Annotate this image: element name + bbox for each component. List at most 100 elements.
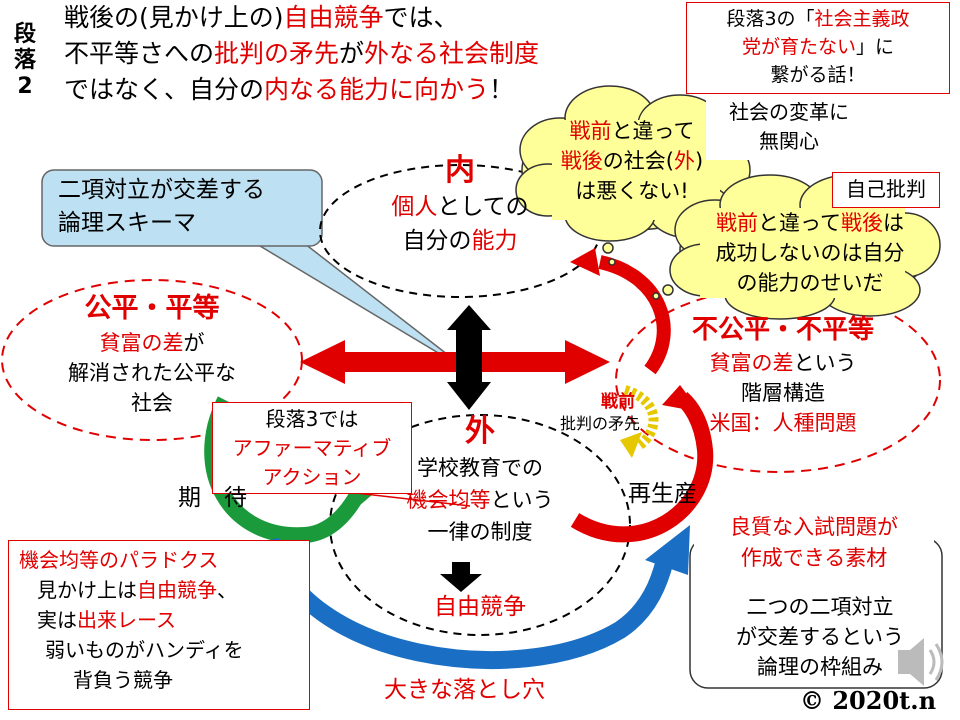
side-label-char: 2 — [17, 74, 33, 99]
cloud-segment: 戦後 — [560, 149, 603, 173]
down-arrow — [440, 562, 482, 592]
inner-segment: 個人 — [391, 194, 438, 220]
cloud-segment: 成功しないのは自分 — [715, 241, 905, 265]
outer-segment: 機会均等 — [406, 488, 491, 512]
paradox-segment: 見かけ上は — [37, 578, 137, 602]
cloud-segment: の能力のせいだ — [736, 271, 884, 295]
scheme-callout-text: 二項対立が交差する 論理スキーマ — [58, 174, 265, 240]
horizontal-double-arrow — [300, 340, 610, 384]
unfair-line: 階層構造 — [741, 381, 825, 405]
cloud-line: 戦後の社会(外) — [532, 146, 732, 176]
cloud-line: 成功しないのは自分 — [690, 238, 930, 268]
socialist-note-line: 段落3の「社会主義政 — [687, 5, 949, 33]
paradox-segment: 実は — [37, 608, 77, 632]
pitfall-arrow — [261, 537, 674, 669]
note-segment: 社会主義政 — [814, 8, 910, 30]
unfair-segment: 貧富の差 — [709, 351, 794, 375]
inner-line: 自分の能力 — [360, 224, 560, 258]
indifferent-line: 社会の変革に — [729, 100, 849, 124]
material-body: 二つの二項対立 が交差するという 論理の枠組み — [700, 592, 940, 682]
side-label-char: 落 — [13, 48, 36, 73]
cloud-segment: 戦前 — [569, 119, 612, 143]
paradox-segment: 自由競争 — [137, 578, 217, 602]
header-segment: 内なる能力に向かう — [264, 75, 490, 104]
fair-ellipse — [1, 279, 303, 441]
header-segment: 外なる社会制度 — [364, 39, 540, 68]
socialist-note-box: 段落3の「社会主義政 党が育たない」に 繋がる話！ — [686, 2, 950, 94]
affirmative-action-note: 段落3では アファーマティブ アクション — [212, 402, 412, 494]
side-label-char: 段 — [13, 22, 36, 47]
unfair-text: 不公平・不平等 貧富の差という 階層構造 米国：人種問題 — [648, 312, 918, 438]
fair-line: 貧富の差が — [12, 328, 292, 358]
outer-free-competition: 自由競争 — [434, 594, 526, 620]
paradox-line: 見かけ上は自由競争、 — [15, 575, 303, 605]
inner-title: 内 — [445, 153, 475, 188]
fair-line: 解消された公平な — [68, 361, 236, 385]
cloud-segment: は — [882, 211, 904, 235]
inner-segment: としての — [437, 194, 529, 220]
socialist-note-line: 党が育たない」に — [687, 33, 949, 61]
fair-segment: 貧富の差 — [99, 331, 184, 355]
criticism-label: 批判の矛先 — [560, 414, 641, 433]
header-segment: ！ — [489, 75, 515, 104]
reproduction-arrow — [570, 391, 714, 543]
indifferent-line: 無関心 — [759, 129, 819, 153]
cloud-line: は悪くない! — [532, 176, 732, 206]
paradox-segment: 、 — [217, 578, 237, 602]
cloud-segment: は悪くない! — [575, 179, 689, 203]
note-segment: 党が育たない — [741, 36, 856, 58]
cloud-line: の能力のせいだ — [690, 268, 930, 298]
paradox-box: 機会均等のパラドクス 見かけ上は自由競争、 実は出来レース 弱いものがハンディを… — [8, 540, 310, 710]
outer-line: 機会均等という — [380, 484, 580, 516]
note-segment: 段落3の「 — [726, 8, 815, 30]
paradox-title: 機会均等のパラドクス — [19, 548, 219, 572]
paradox-line: 弱いものがハンディを — [45, 638, 244, 662]
scheme-callout-line: 論理スキーマ — [58, 210, 196, 236]
side-label: 段 落 2 — [10, 22, 40, 100]
note-segment: 繋がる話！ — [770, 64, 866, 86]
outer-line: 学校教育での — [417, 456, 543, 480]
header-line-1: 戦後の(見かけ上の)自由競争では、 — [64, 2, 459, 33]
affirmative-line: 段落3では — [265, 407, 359, 431]
socialist-note-line: 繋がる話！ — [687, 61, 949, 89]
header-segment: 戦後の(見かけ上の) — [64, 3, 284, 32]
cloud-segment: と違って — [611, 119, 695, 143]
material-heading-line: 作成できる素材 — [740, 546, 888, 570]
note-segment: 」に — [856, 36, 895, 58]
unfair-ellipse — [615, 287, 941, 473]
unfair-line: 貧富の差という — [648, 348, 918, 378]
paradox-segment: 出来レース — [77, 608, 176, 632]
cloud-segment: と違って — [758, 211, 841, 235]
scheme-callout-line: 二項対立が交差する — [58, 177, 265, 203]
cloud-prewar-text: 戦前と違って 戦後の社会(外) は悪くない! — [532, 116, 732, 206]
fair-text: 公平・平等 貧富の差が 解消された公平な 社会 — [12, 290, 292, 418]
cloud-segment: の社会( — [602, 149, 674, 173]
outer-title: 外 — [465, 414, 495, 449]
cloud-segment: ) — [695, 149, 704, 173]
outer-text: 外 学校教育での 機会均等という 一律の制度 — [380, 412, 580, 548]
fair-line: 社会 — [131, 391, 173, 415]
unfair-line: 米国：人種問題 — [709, 411, 857, 435]
cloud-segment: 戦前 — [716, 211, 759, 235]
material-heading: 良質な入試問題が 作成できる素材 — [694, 512, 934, 574]
inner-segment: 能力 — [471, 228, 518, 254]
header-line-2: 不平等さへの批判の矛先が外なる社会制度 — [64, 38, 539, 69]
self-critique-box: 自己批判 — [832, 172, 940, 208]
self-critique-label: 自己批判 — [846, 177, 926, 201]
expectation-label: 期 待 — [178, 485, 247, 511]
header-segment: 批判の矛先 — [214, 39, 340, 68]
header-line-3: ではなく、自分の内なる能力に向かう！ — [64, 74, 514, 105]
material-line: 論理の枠組み — [757, 655, 883, 679]
material-line: 二つの二項対立 — [746, 595, 894, 619]
cloud-line: 戦前と違って — [532, 116, 732, 146]
copyright: © 2020t.n — [800, 686, 937, 715]
cloud-segment: 外 — [674, 149, 695, 173]
unfair-segment: という — [793, 351, 857, 375]
inner-segment: 自分の — [402, 228, 472, 254]
cloud-postwar-text: 戦前と違って戦後は 成功しないのは自分 の能力のせいだ — [690, 208, 930, 298]
header-segment: 自由競争 — [283, 3, 384, 32]
header-segment: では、 — [383, 3, 459, 32]
scheme-callout-shape — [41, 169, 471, 373]
speaker-icon — [898, 638, 944, 686]
header-segment: 不平等さへの — [64, 39, 215, 68]
